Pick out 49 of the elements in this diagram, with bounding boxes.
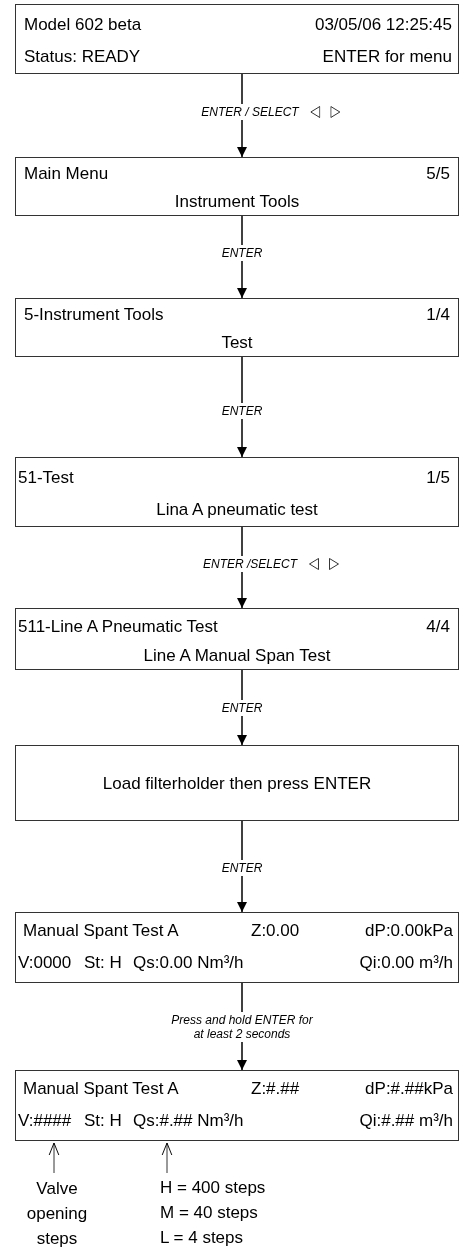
- edge-label: ENTER: [219, 403, 265, 419]
- display-screen: [15, 4, 459, 74]
- screen-text: 03/05/06 12:25:45: [314, 15, 452, 35]
- message-screen: [15, 745, 459, 821]
- screen-text: 4/4: [426, 617, 450, 637]
- edge-label: ENTER: [219, 700, 265, 716]
- screen-text: dP:#.##kPa: [365, 1079, 453, 1099]
- menu-screen: [15, 157, 459, 216]
- edge-label: ENTER /SELECT: [201, 556, 299, 572]
- screen-text: Status: READY: [24, 47, 141, 67]
- screen-text: V:####: [18, 1111, 72, 1131]
- screen-text: 5-Instrument Tools: [24, 305, 164, 325]
- screen-text: dP:0.00kPa: [365, 921, 453, 941]
- screen-text: 5/5: [426, 164, 450, 184]
- screen-text: Manual Spant Test A: [23, 921, 179, 941]
- screen-text: Load filterholder then press ENTER: [102, 774, 372, 794]
- screen-text: Model 602 beta: [24, 15, 142, 35]
- screen-text: Manual Spant Test A: [23, 1079, 179, 1099]
- menu-screen: [15, 298, 459, 357]
- screen-text: Qi:0.00 m³/h: [359, 953, 453, 973]
- screen-text: St: H: [84, 953, 122, 973]
- screen-text: Test: [221, 333, 253, 353]
- screen-text: Instrument Tools: [174, 192, 300, 212]
- screen-text: Lina A pneumatic test: [156, 500, 318, 520]
- note-text: L = 4 steps: [160, 1227, 243, 1249]
- screen-text: Main Menu: [24, 164, 109, 184]
- note-text: M = 40 steps: [160, 1202, 258, 1224]
- edge-label: ENTER: [219, 860, 265, 876]
- readout-screen: [15, 912, 459, 983]
- menu-screen: [15, 457, 459, 527]
- edge-label: ENTER: [219, 245, 265, 261]
- screen-text: 1/5: [426, 468, 450, 488]
- screen-text: Qi:#.## m³/h: [359, 1111, 453, 1131]
- screen-text: Line A Manual Span Test: [143, 646, 331, 666]
- note-text: Valve opening steps: [25, 1178, 89, 1250]
- screen-text: ENTER for menu: [322, 47, 452, 67]
- screen-text: 511-Line A Pneumatic Test: [18, 617, 218, 637]
- screen-text: V:0000: [18, 953, 72, 973]
- edge-label: ENTER / SELECT: [199, 104, 301, 120]
- screen-text: Z:0.00: [251, 921, 300, 941]
- readout-screen: [15, 1070, 459, 1141]
- screen-text: 51-Test: [18, 468, 74, 488]
- note-text: H = 400 steps: [160, 1177, 266, 1199]
- screen-text: 1/4: [426, 305, 450, 325]
- screen-text: Qs:#.## Nm³/h: [133, 1111, 244, 1131]
- screen-text: St: H: [84, 1111, 122, 1131]
- menu-screen: [15, 608, 459, 670]
- screen-text: Qs:0.00 Nm³/h: [133, 953, 244, 973]
- screen-text: Z:#.##: [251, 1079, 300, 1099]
